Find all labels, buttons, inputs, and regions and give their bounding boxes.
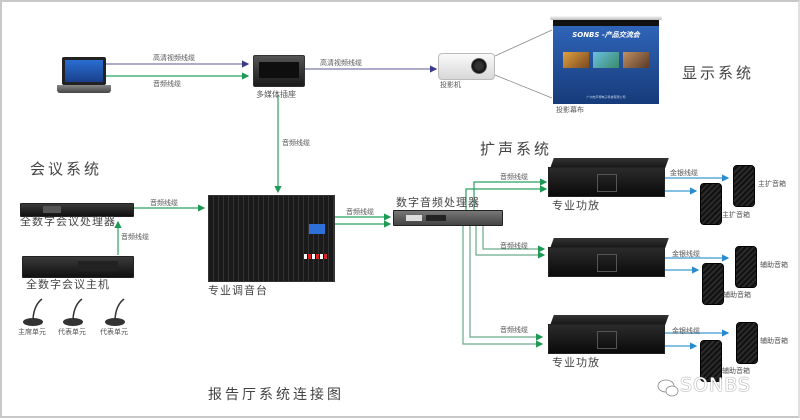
label-delegate-unit-2: 代表单元 <box>100 328 128 336</box>
label-projection-screen: 投影幕布 <box>556 106 584 114</box>
aux-speaker-2 <box>702 263 724 305</box>
label-audio-cable-socket-mixer: 音频线缆 <box>282 139 310 147</box>
wire-audio-dsp-amp3-a <box>469 226 544 341</box>
projection-ray-top <box>494 29 553 57</box>
amplifier-3 <box>548 324 665 354</box>
laptop-base <box>57 85 111 93</box>
label-aux-speaker-2: 辅助音箱 <box>723 291 751 299</box>
conference-processor <box>20 203 134 217</box>
amplifier-2 <box>548 247 665 277</box>
delegate-unit-mic-icon-1 <box>63 298 83 326</box>
digital-audio-processor <box>393 210 503 226</box>
mixing-console <box>208 195 335 282</box>
projector-lens-icon <box>471 58 487 74</box>
label-conference-processor: 全数字会议处理器 <box>20 215 116 228</box>
mixer-display <box>309 224 325 234</box>
screen-thumbnail-2 <box>593 52 619 68</box>
aux-speaker-3 <box>736 322 758 364</box>
label-delegate-unit-1: 代表单元 <box>58 328 86 336</box>
label-aux-speaker-4: 辅助音箱 <box>722 367 750 375</box>
delegate-unit-mic-icon-2 <box>105 298 125 326</box>
conference-host <box>22 256 134 278</box>
wechat-icon <box>657 379 679 397</box>
wire-audio-dsp-amp2-b <box>475 226 546 259</box>
label-audio-cable-dsp-amp2: 音频线缆 <box>500 242 528 250</box>
screen-brand-text: SONBS -产品交流会 <box>572 31 640 39</box>
label-multimedia-socket: 多媒体插座 <box>256 90 296 99</box>
projection-screen: SONBS -产品交流会 广州市声博电子科技有限公司 <box>553 20 659 104</box>
label-projector: 投影机 <box>440 81 461 89</box>
label-speaker-cable-amp1: 金银线缆 <box>670 169 698 177</box>
label-mixing-console: 专业调音台 <box>208 284 268 297</box>
label-main-speaker-2: 主扩音箱 <box>722 211 750 219</box>
label-audio-cable-laptop: 音频线缆 <box>153 80 181 88</box>
screen-thumbnail-3 <box>623 52 649 68</box>
laptop-screen <box>62 57 106 85</box>
amplifier-1 <box>548 167 665 197</box>
chair-unit-mic-icon <box>23 298 43 326</box>
main-speaker-1 <box>733 165 755 207</box>
projection-ray-bottom <box>494 74 553 99</box>
label-speaker-cable-amp2: 金银线缆 <box>672 250 700 258</box>
mixer-buttons <box>304 254 328 259</box>
wire-audio-dsp-amp1-b <box>465 185 548 212</box>
diagram-title: 报告厅系统连接图 <box>208 387 344 403</box>
screen-thumbnail-1 <box>563 52 589 68</box>
label-audio-cable-mixer-dsp: 音频线缆 <box>346 208 374 216</box>
aux-speaker-4 <box>700 340 722 382</box>
label-hd-video-cable-2: 高清视频线缆 <box>320 59 362 67</box>
label-speaker-cable-amp3: 金银线缆 <box>672 327 700 335</box>
label-hd-video-cable-1: 高清视频线缆 <box>153 54 195 62</box>
main-speaker-2 <box>700 183 722 225</box>
watermark-text: SONBS <box>680 374 751 396</box>
label-aux-speaker-1: 辅助音箱 <box>760 261 788 269</box>
label-audio-cable-proc-mixer: 音频线缆 <box>150 199 178 207</box>
title-sound-system: 扩声系统 <box>480 140 553 158</box>
label-main-speaker-1: 主扩音箱 <box>758 180 786 188</box>
multimedia-socket <box>253 55 305 87</box>
label-aux-speaker-3: 辅助音箱 <box>760 337 788 345</box>
label-chair-unit: 主席单元 <box>18 328 46 336</box>
wire-audio-dsp-amp3-b <box>462 226 544 348</box>
screen-footer-text: 广州市声博电子科技有限公司 <box>586 95 626 99</box>
label-audio-cable-dsp-amp3: 音频线缆 <box>500 326 528 334</box>
label-amplifier-3: 专业功放 <box>552 356 600 369</box>
label-audio-cable-host-proc: 音频线缆 <box>121 233 149 241</box>
label-audio-cable-dsp-amp1: 音频线缆 <box>500 173 528 181</box>
aux-speaker-1 <box>735 246 757 288</box>
title-display-system: 显示系统 <box>682 64 755 82</box>
label-conference-host: 全数字会议主机 <box>26 278 110 291</box>
label-amplifier-1: 专业功放 <box>552 199 600 212</box>
projector <box>438 53 495 80</box>
screen-roller <box>550 16 662 20</box>
title-conference-system: 会议系统 <box>30 160 103 178</box>
wire-audio-dsp-amp1-a <box>473 178 548 210</box>
label-audio-processor: 数字音频处理器 <box>396 196 480 209</box>
wire-audio-dsp-amp2-a <box>482 226 546 253</box>
